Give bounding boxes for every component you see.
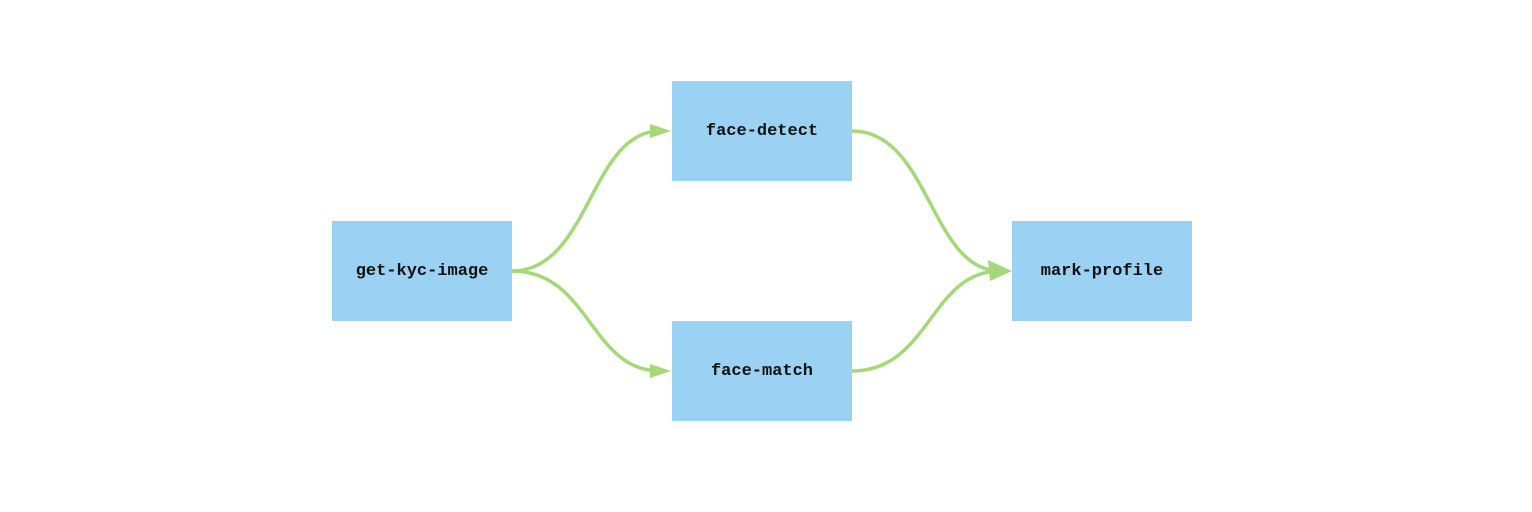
edge-get-kyc-image-to-face-match [511,269,661,373]
edge-get-kyc-image-to-face-detect [511,129,661,273]
node-label-get-kyc-image: get-kyc-image [355,261,489,281]
node-label-mark-profile: mark-profile [1040,261,1164,281]
arrowhead-face-detect [650,124,671,138]
node-face-match[interactable]: face-match [672,321,852,421]
edge-face-detect-to-mark-profile [851,129,1001,273]
node-mark-profile[interactable]: mark-profile [1012,221,1192,321]
arrowhead-face-match [650,364,671,378]
node-label-face-detect: face-detect [705,121,819,141]
edge-face-match-to-mark-profile [851,269,1001,373]
node-get-kyc-image[interactable]: get-kyc-image [332,221,512,321]
node-face-detect[interactable]: face-detect [672,81,852,181]
node-label-face-match: face-match [710,361,814,381]
arrowhead-mark-profile [988,260,1012,281]
